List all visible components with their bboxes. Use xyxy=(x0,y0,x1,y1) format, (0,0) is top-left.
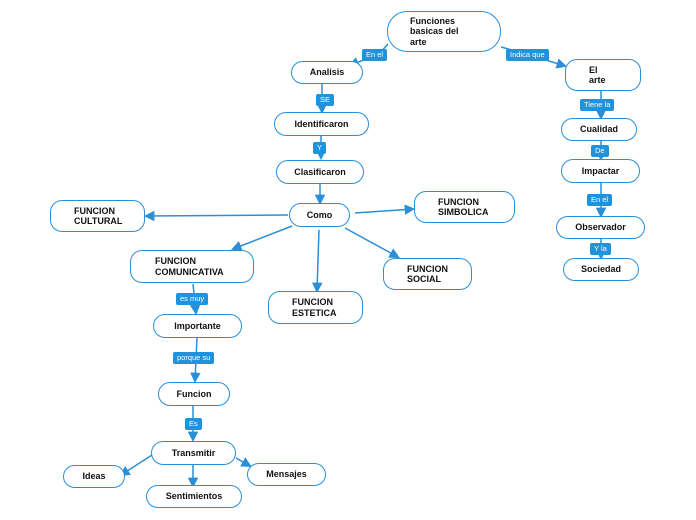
connector-transmitir-mensajes xyxy=(235,457,252,468)
node-importante[interactable]: Importante xyxy=(153,314,242,338)
node-impactar[interactable]: Impactar xyxy=(561,159,640,183)
node-funcion-cultural[interactable]: FUNCION CULTURAL xyxy=(50,200,145,232)
label-es-muy: es muy xyxy=(176,293,209,305)
node-sentimientos[interactable]: Sentimientos xyxy=(146,485,242,508)
node-funciones-basicas[interactable]: Funciones basicas del arte xyxy=(387,11,501,52)
label-tiene-la: Tiene la xyxy=(580,99,615,111)
node-cualidad[interactable]: Cualidad xyxy=(561,118,637,141)
label-de: De xyxy=(591,145,609,157)
connector-como-simbolica xyxy=(354,204,416,215)
node-el-arte[interactable]: El arte xyxy=(565,59,641,91)
label-y: Y xyxy=(313,142,327,154)
node-sociedad[interactable]: Sociedad xyxy=(563,258,639,281)
label-y-la: Y la xyxy=(590,243,611,255)
connector-como-cultural xyxy=(143,210,289,222)
node-clasificaron[interactable]: Clasificaron xyxy=(276,160,364,184)
label-es: Es xyxy=(185,418,202,430)
label-se: SE xyxy=(316,94,335,106)
label-porque-su: porque su xyxy=(173,352,215,364)
node-ideas[interactable]: Ideas xyxy=(63,465,125,488)
node-funcion-social[interactable]: FUNCION SOCIAL xyxy=(383,258,472,290)
node-como[interactable]: Como xyxy=(289,203,350,227)
node-identificaron[interactable]: Identificaron xyxy=(274,112,369,136)
node-transmitir[interactable]: Transmitir xyxy=(151,441,236,465)
label-en-el-analisis: En el xyxy=(362,49,388,61)
node-funcion-simbolica[interactable]: FUNCION SIMBOLICA xyxy=(414,191,515,223)
connector-como-social xyxy=(344,227,400,259)
label-indica-que: Indica que xyxy=(506,49,549,61)
node-funcion-comunicativa[interactable]: FUNCION COMUNICATIVA xyxy=(130,250,254,283)
connector-como-comunicativa xyxy=(231,225,293,251)
node-funcion-estetica[interactable]: FUNCION ESTETICA xyxy=(268,291,363,324)
node-funcion[interactable]: Funcion xyxy=(158,382,230,406)
node-observador[interactable]: Observador xyxy=(556,216,645,239)
label-en-el-observador: En el xyxy=(587,194,613,206)
node-mensajes[interactable]: Mensajes xyxy=(247,463,326,486)
node-analisis[interactable]: Analisis xyxy=(291,61,363,84)
connector-como-estetica xyxy=(312,229,323,294)
connector-transmitir-ideas xyxy=(119,454,153,477)
